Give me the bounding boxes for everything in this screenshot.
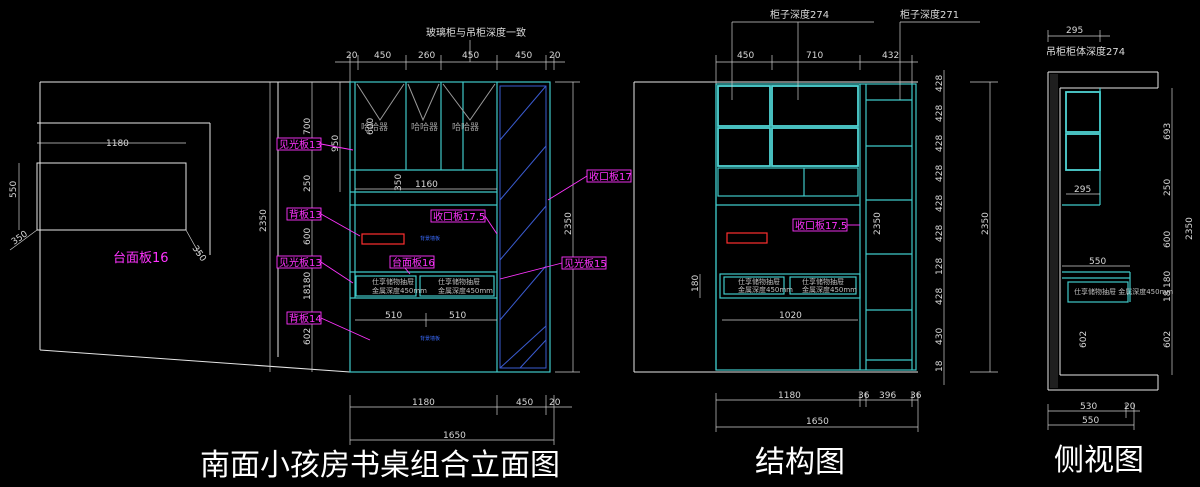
bottom-dim-1650: 1650	[443, 431, 466, 441]
struct-bottom-36b: 36	[910, 391, 922, 401]
top-note: 玻璃柜与吊柜深度一致	[426, 26, 526, 39]
title-elevation: 南面小孩房书桌组合立面图	[200, 448, 560, 483]
struct-r10: 18	[935, 360, 945, 372]
struct-label-trim: 收口板17.5	[795, 219, 847, 232]
label-back-14: 背板14	[289, 312, 322, 325]
struct-right-total: 2350	[981, 212, 991, 235]
struct-r9: 430	[935, 328, 945, 345]
dim-1180-table: 1180	[106, 139, 129, 149]
label-top-16: 台面板16	[392, 256, 435, 269]
glass-label-3: 哈哈器	[452, 121, 479, 133]
left-dim-250: 250	[303, 175, 313, 192]
inner-dim-600: 600	[366, 118, 376, 135]
side-bottom-530: 530	[1080, 402, 1097, 412]
struct-left-180: 180	[691, 275, 701, 292]
dim-510-b: 510	[449, 311, 466, 321]
glass-label-2: 哈哈器	[411, 121, 438, 133]
side-view: 仕享储物抽屉 金属深度450mm 295 吊柜柜体深度274 693 250 6…	[1046, 26, 1195, 478]
label-trim-17-5: 收口板17.5	[433, 210, 485, 223]
right-dim-2350: 2350	[564, 212, 574, 235]
blue-text-1: 背景墙板	[420, 235, 440, 242]
side-r6: 602	[1163, 331, 1173, 348]
top-dim-2: 450	[374, 51, 391, 61]
struct-bottom-36a: 36	[858, 391, 870, 401]
top-dim-6: 20	[549, 51, 561, 61]
struct-inner-2350: 2350	[873, 212, 883, 235]
side-r4: 180	[1163, 271, 1173, 288]
struct-top-432: 432	[882, 51, 899, 61]
top-dim-1: 20	[346, 51, 358, 61]
side-top-295: 295	[1066, 26, 1083, 36]
struct-r7: 128	[935, 258, 945, 275]
title-side: 侧视图	[1054, 443, 1144, 478]
drawer-text-2b: 金属深度450mm	[438, 286, 493, 295]
depth-note-271: 柜子深度271	[900, 8, 959, 21]
side-r1: 693	[1163, 123, 1173, 140]
struct-r1: 428	[935, 75, 945, 92]
struct-top-710: 710	[806, 51, 823, 61]
label-tabletop-16: 台面板16	[113, 251, 169, 266]
struct-drawer-1b: 金属深度450mm	[738, 285, 793, 294]
drawer-text-2a: 仕享储物抽屉	[438, 277, 480, 286]
left-dim-950: 950	[331, 135, 341, 152]
side-bottom-20: 20	[1124, 402, 1136, 412]
label-visible-13-a: 见光板13	[279, 138, 322, 151]
bottom-dim-1180: 1180	[412, 398, 435, 408]
glass-label-1: 哈哈器	[361, 121, 388, 133]
inner-dim-350: 350	[394, 174, 404, 191]
left-dim-602: 602	[303, 328, 313, 345]
left-dim-700: 700	[303, 118, 313, 135]
struct-r2: 428	[935, 105, 945, 122]
left-dim-18: 18	[303, 288, 313, 300]
depth-note-274: 柜子深度274	[770, 8, 829, 21]
dim-550-table: 550	[9, 181, 19, 198]
side-right-total: 2350	[1185, 217, 1195, 240]
struct-r3: 428	[935, 135, 945, 152]
struct-r8: 428	[935, 288, 945, 305]
struct-bottom-396: 396	[879, 391, 896, 401]
struct-drawer-1a: 仕享储物抽屉	[738, 277, 780, 286]
side-r3: 600	[1163, 231, 1173, 248]
top-dim-5: 450	[515, 51, 532, 61]
struct-drawer-2a: 仕享储物抽屉	[802, 277, 844, 286]
label-visible-13-b: 见光板13	[279, 256, 322, 269]
struct-bottom-1180: 1180	[778, 391, 801, 401]
bottom-dim-450: 450	[516, 398, 533, 408]
top-dim-4: 450	[462, 51, 479, 61]
side-r5: 18	[1163, 290, 1173, 302]
struct-r6: 428	[935, 225, 945, 242]
struct-r5: 428	[935, 195, 945, 212]
struct-r4: 428	[935, 165, 945, 182]
top-dim-3: 260	[418, 51, 435, 61]
dim-2350-room: 2350	[259, 209, 269, 232]
dim-510-a: 510	[385, 311, 402, 321]
struct-drawer-2b: 金属深度450mm	[802, 285, 857, 294]
left-dim-600: 600	[303, 228, 313, 245]
side-bottom-550: 550	[1082, 416, 1099, 426]
label-visible-15: 见光板15	[564, 257, 607, 270]
bottom-dim-20: 20	[549, 398, 561, 408]
structure-view: 仕享储物抽屉 金属深度450mm 仕享储物抽屉 金属深度450mm 柜子深度27…	[633, 8, 998, 480]
drawer-text-1a: 仕享储物抽屉	[372, 277, 414, 286]
blue-text-2: 背景墙板	[420, 335, 440, 342]
struct-top-450: 450	[737, 51, 754, 61]
label-back-13: 背板13	[289, 208, 322, 221]
left-dim-180: 180	[303, 272, 313, 289]
side-inner-602: 602	[1079, 331, 1089, 348]
title-structure: 结构图	[755, 445, 845, 480]
drawer-text-1b: 金属深度450mm	[372, 286, 427, 295]
side-inner-295: 295	[1074, 185, 1091, 195]
struct-dim-1020: 1020	[779, 311, 802, 321]
side-r2: 250	[1163, 179, 1173, 196]
label-trim-17: 收口板17	[589, 170, 632, 183]
side-drawer-text: 仕享储物抽屉 金属深度450mm	[1074, 287, 1173, 296]
dim-1160: 1160	[415, 180, 438, 190]
side-top-note: 吊柜柜体深度274	[1046, 45, 1125, 58]
side-inner-550: 550	[1089, 257, 1106, 267]
struct-bottom-1650: 1650	[806, 417, 829, 427]
